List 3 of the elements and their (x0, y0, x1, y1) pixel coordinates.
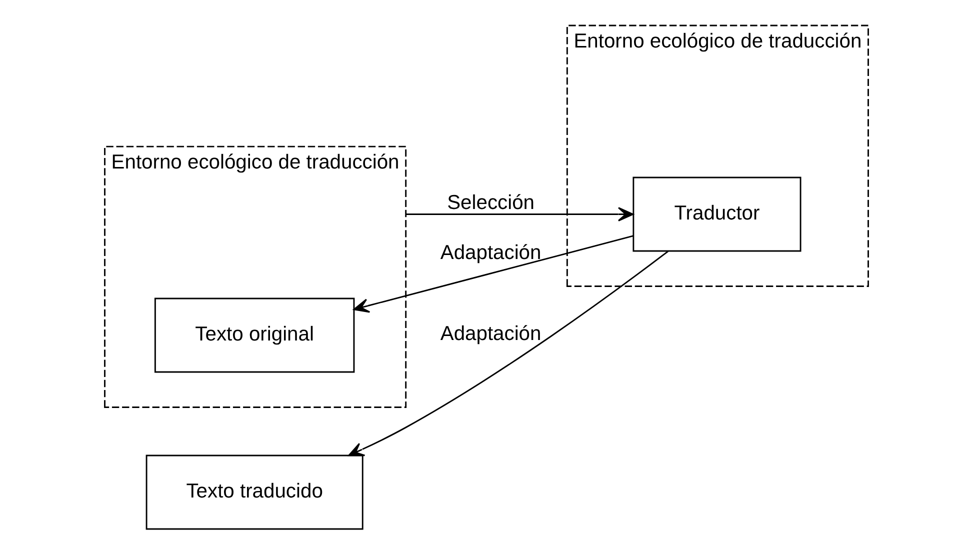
edge-label: Adaptación (440, 322, 541, 345)
edge-label: Selección (446, 192, 534, 214)
edge-label: Adaptación (440, 242, 541, 264)
